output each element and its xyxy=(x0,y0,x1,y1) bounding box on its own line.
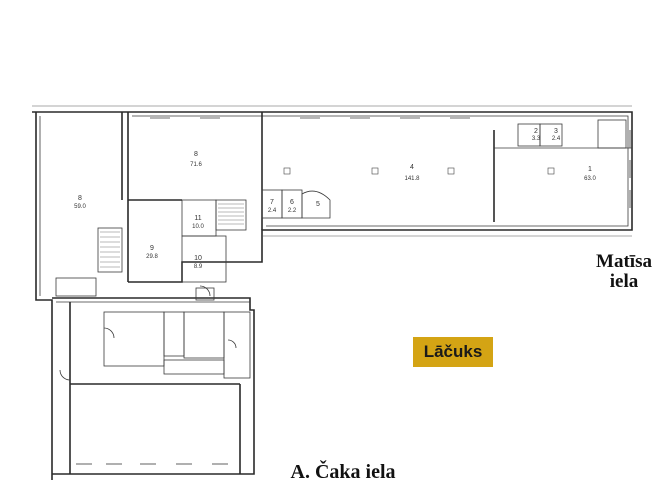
room-10-number: 10 xyxy=(194,255,202,262)
room-6-number: 6 xyxy=(290,199,294,206)
left-wing-outer-wall xyxy=(35,112,53,480)
stair-center xyxy=(215,199,247,231)
upper-wing-inner-line xyxy=(132,115,629,227)
store-name-badge: Lāčuks xyxy=(413,337,493,367)
room-8-number: 8 xyxy=(194,151,198,158)
room-5-box xyxy=(301,190,331,219)
room-3-number: 3 xyxy=(554,128,558,135)
room-3-area: 2.4 xyxy=(552,136,561,142)
stair-left xyxy=(97,227,123,273)
room-4-area: 141.8 xyxy=(404,176,420,182)
room-9-area: 29.8 xyxy=(146,254,158,260)
room-7-area: 2.4 xyxy=(268,208,277,214)
lower-block-outline xyxy=(52,297,255,475)
room-11-number: 11 xyxy=(194,215,201,222)
room-4-number: 4 xyxy=(410,164,414,171)
room-6-area: 2.2 xyxy=(288,208,297,214)
door-swings xyxy=(59,285,237,381)
lower-room-b xyxy=(163,311,185,357)
store-name-text: Lāčuks xyxy=(423,342,483,361)
room-8-area: 71.6 xyxy=(190,162,202,168)
room-9-number: 9 xyxy=(150,245,154,252)
room-2-area: 3.3 xyxy=(532,136,541,142)
room-1-area: 63.0 xyxy=(584,176,596,182)
lower-room-d xyxy=(223,311,251,379)
street-label-caka-text: A. Čaka iela xyxy=(290,461,396,483)
room-3-box xyxy=(539,123,563,147)
lower-room-c xyxy=(183,311,225,359)
room-8-left-area: 59.0 xyxy=(74,204,86,210)
street-label-matisa-text: Matīsa iela xyxy=(596,251,652,292)
room-1-number: 1 xyxy=(588,166,592,173)
room-2-number: 2 xyxy=(534,128,538,135)
room-10-box xyxy=(181,235,227,283)
room-2-left-box xyxy=(55,277,97,297)
lower-room-a xyxy=(103,311,165,367)
room-5-number: 5 xyxy=(316,201,320,208)
street-label-matisa: Matīsa iela xyxy=(584,252,664,292)
lower-corridor xyxy=(163,359,225,375)
stair-center-treads xyxy=(218,203,244,225)
columns xyxy=(283,167,555,175)
room-10-area: 8.9 xyxy=(194,264,203,270)
room-8-left-number: 8 xyxy=(78,195,82,202)
street-label-caka: A. Čaka iela xyxy=(268,462,418,482)
stair-left-treads xyxy=(100,231,120,268)
room-11-area: 10.0 xyxy=(192,224,204,230)
small-stair-lower xyxy=(195,287,215,301)
stair-box-right xyxy=(597,119,627,149)
room-7-number: 7 xyxy=(270,199,274,206)
